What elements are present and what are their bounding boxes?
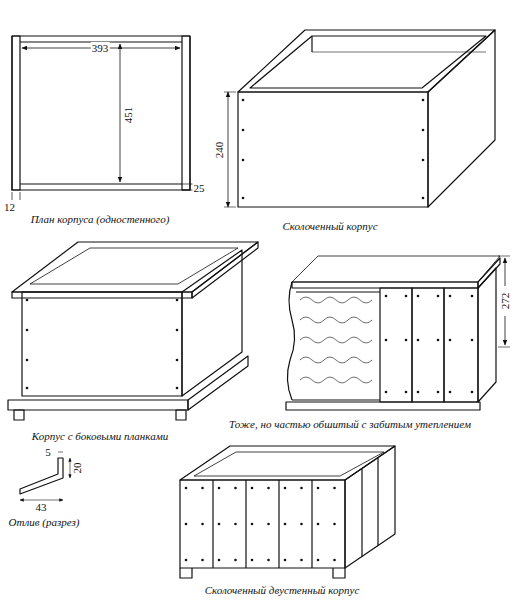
screw-head	[385, 391, 388, 394]
screw-head	[385, 339, 388, 342]
screw-head	[251, 487, 254, 490]
screw-head	[26, 329, 29, 332]
screw-head	[405, 339, 408, 342]
screw-head	[234, 523, 237, 526]
drip-rail-section	[20, 452, 70, 500]
screw-head	[417, 339, 420, 342]
screw-head	[284, 523, 287, 526]
screw-head	[185, 487, 188, 490]
screw-head	[176, 359, 179, 362]
dimension: 20	[71, 462, 83, 475]
screw-head	[242, 159, 245, 162]
screw-head	[422, 99, 425, 102]
screw-head	[234, 487, 237, 490]
screw-head	[284, 487, 287, 490]
screw-head	[234, 559, 237, 562]
screw-head	[242, 197, 245, 200]
screw-head	[422, 197, 425, 200]
dimension: 393	[91, 42, 110, 54]
screw-head	[333, 559, 336, 562]
screw-head	[267, 487, 270, 490]
caption: Сколоченный корпус	[281, 220, 378, 232]
screw-head	[317, 487, 320, 490]
screw-heads	[26, 99, 474, 562]
screw-head	[176, 387, 179, 390]
screw-head	[218, 523, 221, 526]
screw-head	[251, 559, 254, 562]
screw-head	[267, 559, 270, 562]
screw-head	[471, 391, 474, 394]
nailed-body	[224, 30, 495, 207]
caption: Отлив (разрез)	[8, 516, 81, 528]
body-with-strips	[8, 242, 258, 420]
screw-head	[284, 559, 287, 562]
screw-head	[218, 487, 221, 490]
screw-head	[201, 487, 204, 490]
screw-head	[405, 295, 408, 298]
dimension: 12	[3, 201, 16, 213]
dimension: 5	[44, 446, 52, 458]
screw-head	[300, 523, 303, 526]
plan-view	[12, 36, 194, 200]
screw-head	[449, 391, 452, 394]
screw-head	[437, 339, 440, 342]
screw-head	[317, 523, 320, 526]
screw-head	[417, 295, 420, 298]
screw-head	[176, 329, 179, 332]
screw-head	[417, 391, 420, 394]
screw-head	[242, 129, 245, 132]
dimension: 25	[193, 182, 206, 194]
screw-head	[267, 523, 270, 526]
screw-head	[422, 129, 425, 132]
screw-head	[405, 391, 408, 394]
screw-head	[201, 559, 204, 562]
screw-head	[26, 387, 29, 390]
screw-head	[300, 559, 303, 562]
dimension: 240	[213, 141, 225, 160]
screw-head	[333, 523, 336, 526]
screw-head	[422, 159, 425, 162]
screw-head	[26, 359, 29, 362]
caption: План корпуса (одностенного)	[30, 213, 171, 225]
screw-head	[201, 523, 204, 526]
dimension: 43	[35, 501, 48, 513]
screw-head	[333, 487, 336, 490]
caption: Корпус с боковыми планками	[31, 430, 169, 442]
screw-head	[317, 559, 320, 562]
screw-head	[449, 339, 452, 342]
screw-head	[218, 559, 221, 562]
partly-clad-body	[286, 256, 510, 410]
screw-head	[300, 487, 303, 490]
screw-head	[471, 339, 474, 342]
caption: Сколоченный двустенный корпус	[204, 584, 361, 596]
dimension: 451	[122, 106, 134, 125]
screw-head	[251, 523, 254, 526]
screw-head	[185, 523, 188, 526]
screw-head	[437, 391, 440, 394]
screw-head	[176, 299, 179, 302]
dimension: 272	[499, 292, 511, 311]
screw-head	[385, 295, 388, 298]
screw-head	[242, 99, 245, 102]
screw-head	[449, 295, 452, 298]
screw-head	[185, 559, 188, 562]
caption: Тоже, но частью обшитый с забитым утепле…	[228, 418, 472, 430]
screw-head	[471, 295, 474, 298]
screw-head	[26, 299, 29, 302]
double-wall-body	[180, 446, 395, 578]
screw-head	[437, 295, 440, 298]
